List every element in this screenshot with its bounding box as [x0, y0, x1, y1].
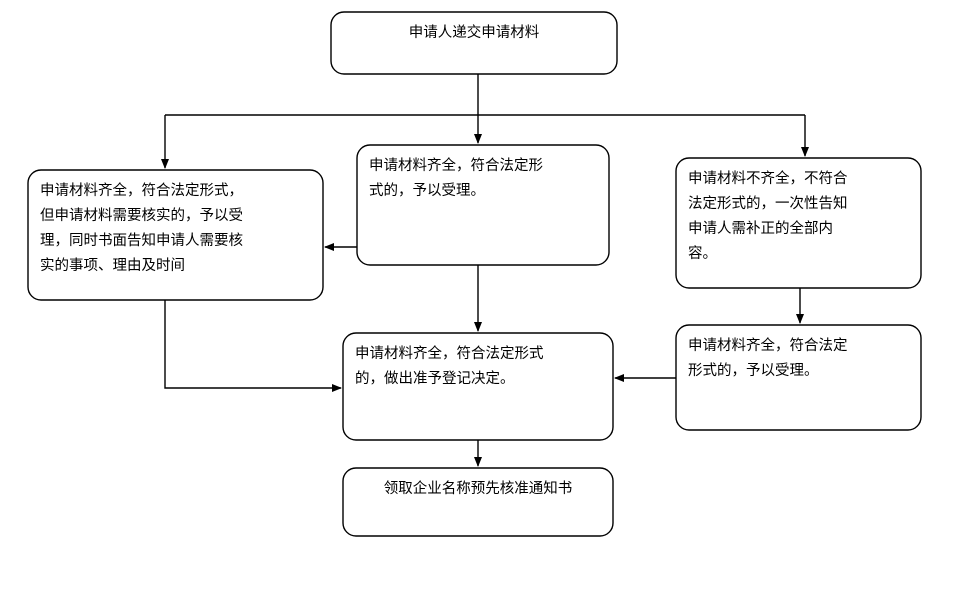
node-shape-layer — [27, 11, 922, 537]
node-accept-complete-shape — [356, 144, 610, 266]
node-accept-needs-verification-shape — [27, 169, 324, 301]
node-submit-application-shape — [330, 11, 618, 75]
node-receive-notice-shape — [342, 467, 614, 537]
node-incomplete-notify-shape — [675, 157, 922, 289]
node-accept-after-correction-shape — [675, 324, 922, 431]
node-approve-registration-shape — [342, 332, 614, 441]
connector-layer — [161, 74, 809, 467]
connector-verify-left-to-approve — [164, 300, 342, 392]
